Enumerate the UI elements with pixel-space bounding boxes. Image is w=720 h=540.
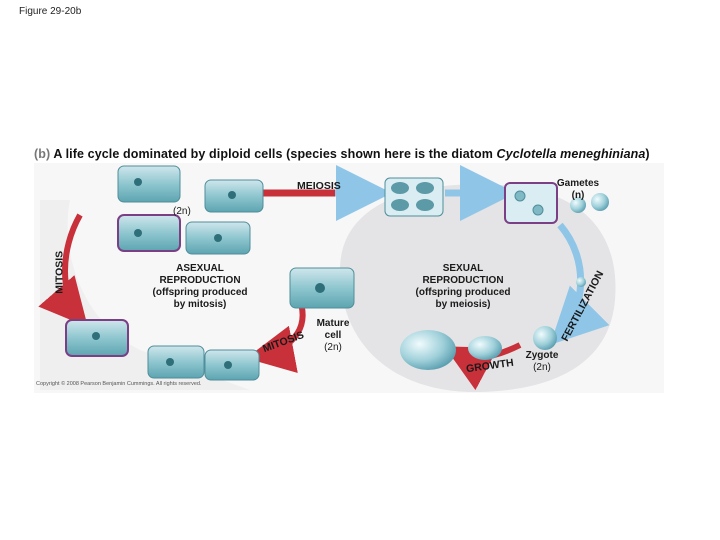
diatom-mid-center bbox=[185, 221, 251, 255]
mature-line-1: Mature bbox=[316, 318, 350, 329]
diatom-top-center bbox=[204, 179, 264, 213]
sexual-reproduction-label: SEXUAL REPRODUCTION (offspring produced … bbox=[408, 263, 518, 311]
mature-line-3: (2n) bbox=[324, 342, 342, 353]
sexual-line-2: REPRODUCTION bbox=[422, 275, 504, 286]
asexual-line-3: (offspring produced bbox=[152, 287, 248, 298]
diatom-mature bbox=[289, 267, 355, 309]
asexual-line-4: by mitosis) bbox=[173, 299, 227, 310]
asexual-line-2: REPRODUCTION bbox=[159, 275, 241, 286]
gamete-1 bbox=[570, 197, 586, 213]
zygote bbox=[533, 326, 557, 350]
figure-caption: (b) A life cycle dominated by diploid ce… bbox=[34, 147, 650, 161]
slide-title: Figure 29-20b bbox=[19, 6, 82, 17]
diatom-top-left bbox=[117, 165, 181, 203]
sexual-line-3: (offspring produced bbox=[415, 287, 511, 298]
gametes-text: Gametes bbox=[556, 178, 600, 189]
asexual-line-1: ASEXUAL bbox=[176, 263, 224, 274]
diatom-mid-left bbox=[117, 214, 181, 252]
diatom-meiosis-cluster bbox=[384, 177, 444, 217]
diatom-bottom-left bbox=[65, 319, 129, 357]
asexual-reproduction-label: ASEXUAL REPRODUCTION (offspring produced… bbox=[145, 263, 255, 311]
diatom-gamete-box bbox=[504, 182, 558, 224]
sexual-line-4: by meiosis) bbox=[435, 299, 491, 310]
gamete-2 bbox=[591, 193, 609, 211]
gametes-ploidy: (n) bbox=[571, 190, 585, 201]
copyright-notice: Copyright © 2008 Pearson Benjamin Cummin… bbox=[36, 381, 202, 387]
mature-transition-cell bbox=[468, 336, 502, 360]
mature-line-2: cell bbox=[324, 330, 342, 341]
meiosis-label: MEIOSIS bbox=[297, 180, 341, 192]
caption-species: Cyclotella meneghiniana bbox=[496, 147, 646, 161]
mature-cell-label: Mature cell (2n) bbox=[310, 318, 356, 354]
diatom-bottom-center-left bbox=[147, 345, 205, 379]
mitosis-side-label: MITOSIS bbox=[53, 250, 66, 294]
sexual-line-1: SEXUAL bbox=[442, 263, 484, 274]
growing-cell bbox=[400, 330, 456, 370]
caption-text: A life cycle dominated by diploid cells … bbox=[53, 147, 493, 161]
zygote-label: Zygote (2n) bbox=[520, 350, 564, 374]
zygote-text: Zygote bbox=[525, 350, 559, 361]
diatom-bottom-center bbox=[204, 349, 260, 381]
gametes-label: Gametes (n) bbox=[550, 178, 606, 202]
mitosis-side-arc bbox=[38, 213, 88, 328]
caption-close: ) bbox=[645, 147, 650, 161]
caption-label: (b) bbox=[34, 147, 51, 161]
zygote-ploidy: (2n) bbox=[533, 362, 551, 373]
gamete-3 bbox=[576, 277, 586, 287]
diploid-label: (2n) bbox=[173, 206, 191, 217]
mitosis-arrow bbox=[246, 299, 306, 373]
